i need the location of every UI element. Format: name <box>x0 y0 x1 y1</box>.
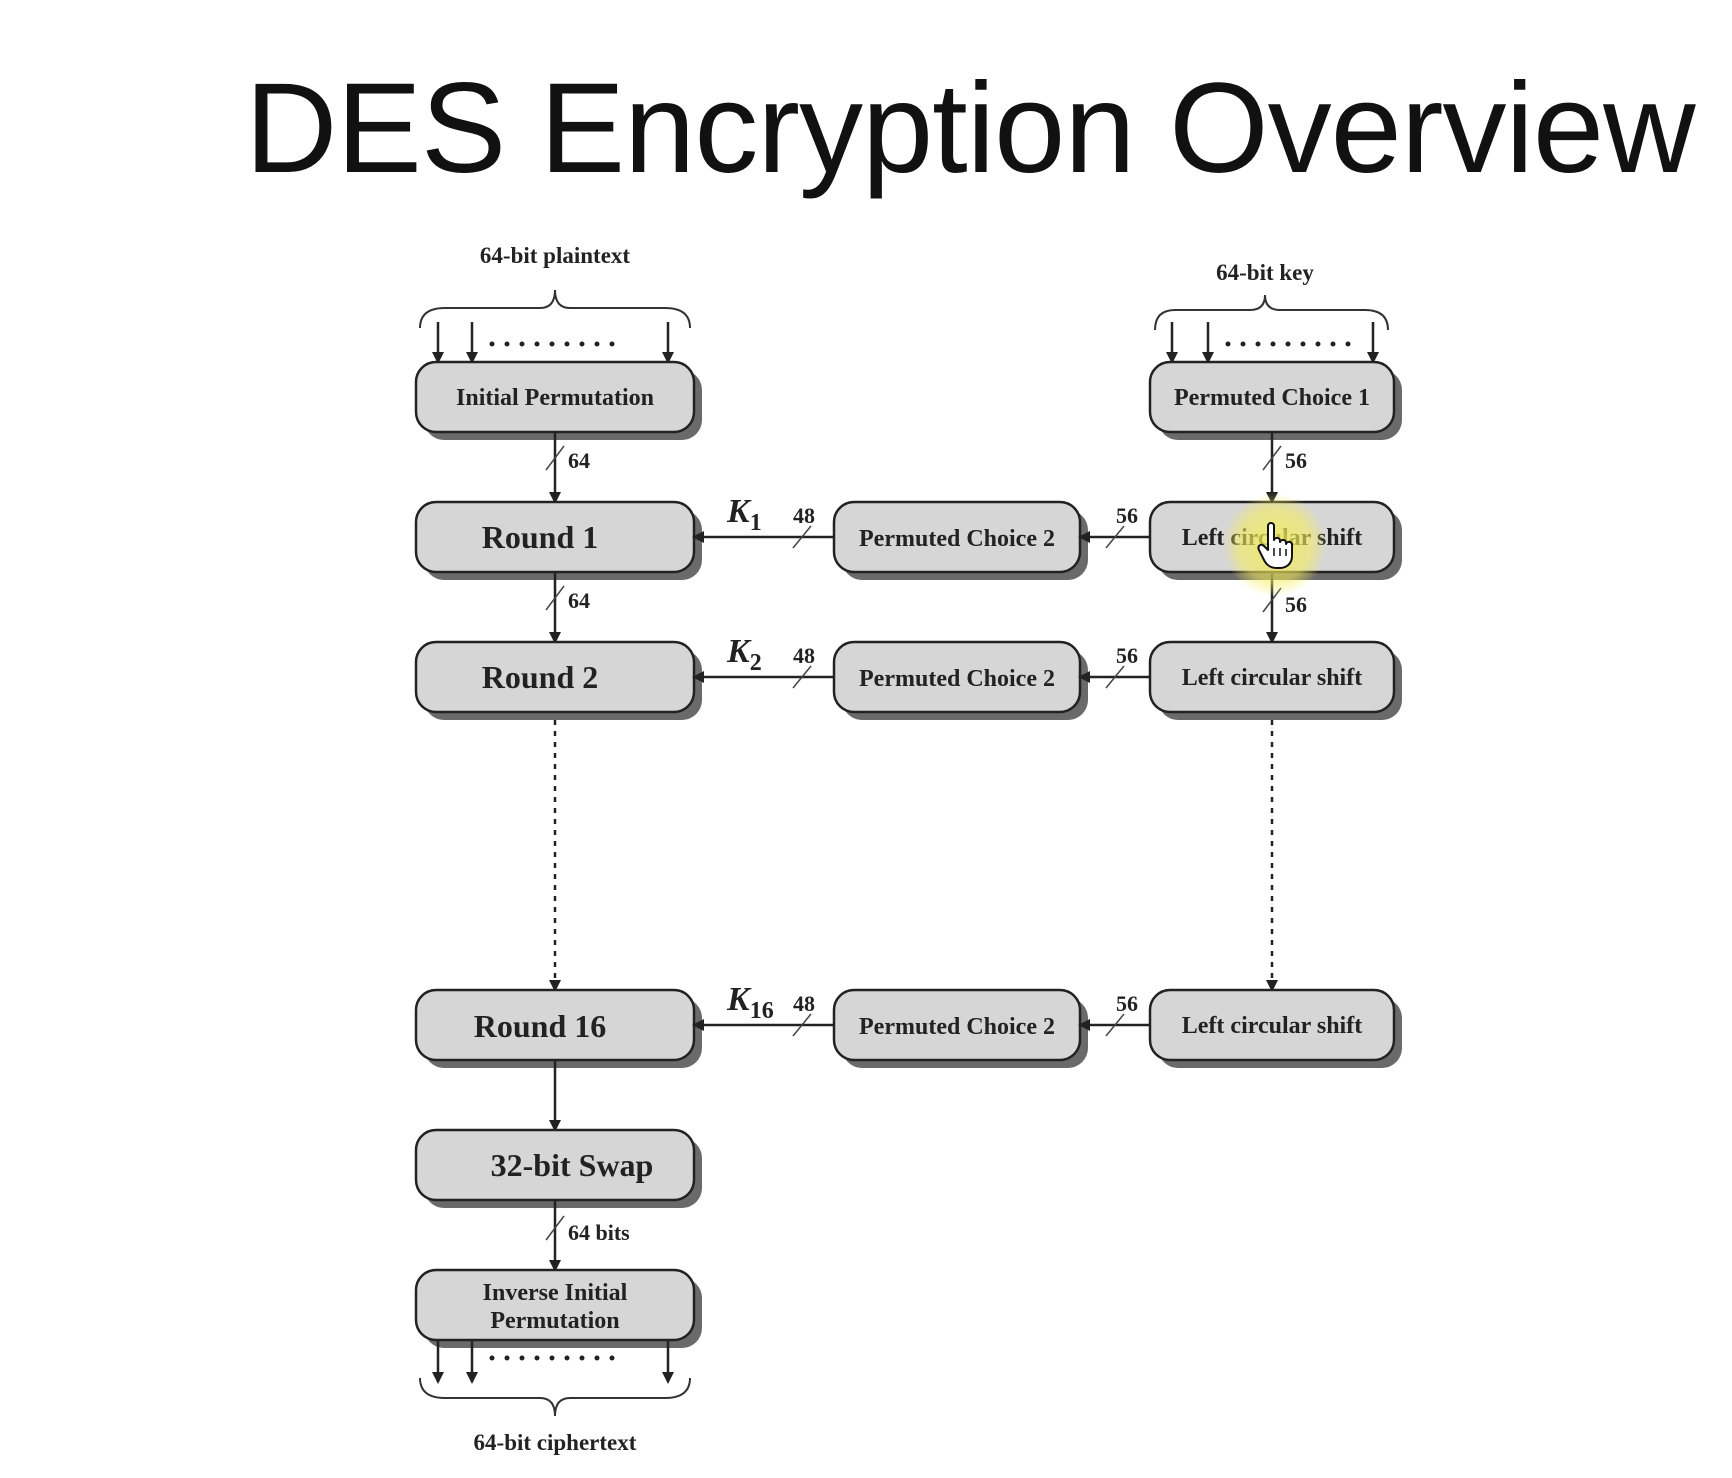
lcs-box-16: Left circular shift <box>1148 988 1402 1068</box>
permuted-choice-1-box: Permuted Choice 1 <box>1148 360 1402 440</box>
subkey-k2: K2 <box>726 633 762 676</box>
pc2-box-16: Permuted Choice 2 <box>832 988 1088 1068</box>
permuted-choice-1-label: Permuted Choice 1 <box>1174 385 1370 411</box>
subkey-k1: K1 <box>726 493 762 536</box>
hand-pointer-icon <box>1257 522 1293 569</box>
key-dots <box>1225 341 1351 347</box>
plaintext-dots <box>489 341 615 347</box>
plaintext-label: 64-bit plaintext <box>480 243 630 268</box>
subkey-k1-letter: K <box>726 493 752 530</box>
subkey-k16-sub: 16 <box>750 998 774 1024</box>
width-lcs16-pc2: 56 <box>1116 991 1138 1016</box>
plaintext-brace <box>419 289 691 329</box>
width-ip-round1: 64 <box>568 448 590 473</box>
inverse-label-line1: Inverse Initial <box>483 1280 628 1306</box>
key-brace <box>1154 294 1389 331</box>
ip-to-round1-arrow: 64 <box>545 432 590 504</box>
lcs-label-16: Left circular shift <box>1182 1013 1362 1039</box>
subkey-k2-letter: K <box>726 633 752 670</box>
swap-box: 32-bit Swap <box>414 1128 702 1208</box>
round-16-box: Round 16 <box>414 988 702 1068</box>
pc2-to-round16-arrow: 48 K16 <box>692 981 834 1037</box>
lcs1-to-pc2-arrow: 56 <box>1078 503 1150 549</box>
width-pc2-round16: 48 <box>793 991 815 1016</box>
initial-permutation-box: Initial Permutation <box>414 360 702 440</box>
subkey-k16-letter: K <box>726 981 752 1018</box>
width-lcs1-pc2: 56 <box>1116 503 1138 528</box>
subkey-k16: K16 <box>726 981 774 1024</box>
lcs16-to-pc2-arrow: 56 <box>1078 991 1150 1037</box>
swap-label: 32-bit Swap <box>491 1147 654 1183</box>
width-swap-inverse: 64 bits <box>568 1220 630 1245</box>
key-label: 64-bit key <box>1216 260 1314 285</box>
pc2-box-2: Permuted Choice 2 <box>832 640 1088 720</box>
lcs-box-2: Left circular shift <box>1148 640 1402 720</box>
pc2-label-1: Permuted Choice 2 <box>859 526 1055 552</box>
subkey-k1-sub: 1 <box>750 510 762 536</box>
plaintext-input-arrows <box>432 322 674 364</box>
width-round1-round2: 64 <box>568 588 590 613</box>
round-2-label: Round 2 <box>482 659 599 695</box>
pc2-label-16: Permuted Choice 2 <box>859 1014 1055 1040</box>
pc2-label-2: Permuted Choice 2 <box>859 666 1055 692</box>
width-pc2-round1: 48 <box>793 503 815 528</box>
pc2-box-1: Permuted Choice 2 <box>832 500 1088 580</box>
width-pc1-lcs1: 56 <box>1285 448 1307 473</box>
ciphertext-output-arrows <box>432 1340 674 1384</box>
ciphertext-dots <box>489 1355 615 1361</box>
pc2-to-round1-arrow: 48 K1 <box>692 493 834 549</box>
ciphertext-brace <box>419 1377 691 1417</box>
initial-permutation-label: Initial Permutation <box>456 385 654 411</box>
subkey-k2-sub: 2 <box>750 650 762 676</box>
lcs-label-2: Left circular shift <box>1182 665 1362 691</box>
ciphertext-label: 64-bit ciphertext <box>474 1430 637 1455</box>
round-16-label: Round 16 <box>474 1008 607 1044</box>
key-input-arrows <box>1166 322 1379 364</box>
inverse-initial-permutation-box: Inverse Initial Permutation <box>414 1268 702 1348</box>
width-lcs2-pc2: 56 <box>1116 643 1138 668</box>
pc1-to-lcs1-arrow: 56 <box>1262 432 1307 504</box>
inverse-label-line2: Permutation <box>490 1308 619 1334</box>
round-1-box: Round 1 <box>414 500 702 580</box>
width-pc2-round2: 48 <box>793 643 815 668</box>
slide-title: DES Encryption Overview <box>245 57 1695 200</box>
lcs2-to-pc2-arrow: 56 <box>1078 643 1150 689</box>
round-1-label: Round 1 <box>482 519 599 555</box>
swap-to-inverse-arrow: 64 bits <box>545 1200 630 1272</box>
round1-to-round2-arrow: 64 <box>545 572 590 644</box>
width-lcs1-lcs2: 56 <box>1285 592 1307 617</box>
round-2-box: Round 2 <box>414 640 702 720</box>
pc2-to-round2-arrow: 48 K2 <box>692 633 834 689</box>
